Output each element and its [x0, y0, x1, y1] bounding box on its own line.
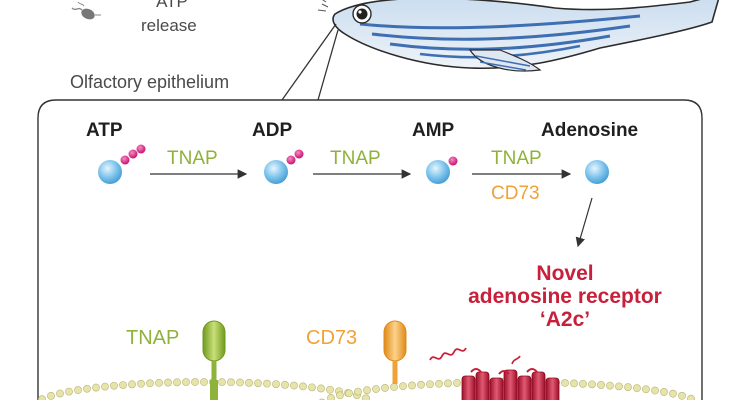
adenosine-molecule [585, 160, 609, 184]
enzyme-tnap-step2: TNAP [330, 148, 381, 169]
lipid-head [263, 379, 271, 388]
lipid-head [579, 379, 587, 388]
lipid-head [345, 389, 353, 398]
lipid-head [119, 381, 127, 389]
lipid-head [453, 379, 461, 387]
lipid-head [570, 379, 578, 388]
lipid-head [164, 378, 172, 387]
lipid-head [56, 389, 64, 398]
lipid-head [336, 391, 344, 400]
lipid-head [390, 383, 398, 391]
lipid-head [137, 379, 145, 388]
enzyme-cd73-step3: CD73 [491, 183, 540, 204]
lipid-head [678, 391, 686, 400]
lipid-head [65, 387, 73, 396]
lipid-head [254, 379, 262, 388]
novel-receptor-line1: Novel [536, 262, 594, 285]
lipid-head [74, 386, 82, 394]
lipid-head [362, 394, 370, 400]
amp-molecule [426, 156, 458, 184]
atp-release-line2: release [141, 16, 197, 35]
lipid-head [561, 379, 569, 387]
lipid-head [399, 382, 407, 391]
atp-release-line1: ATP [156, 0, 188, 11]
lipid-head [372, 385, 380, 393]
lipid-head [38, 395, 46, 400]
lipid-head [588, 380, 596, 389]
lipid-head [182, 378, 190, 387]
zebrafish-icon [317, 0, 720, 72]
lipid-head [227, 378, 235, 387]
lipid-head [83, 384, 91, 393]
membrane-tnap-label: TNAP [126, 327, 180, 349]
lipid-head [624, 383, 632, 392]
lipid-head [317, 384, 325, 393]
olfactory-epithelium-label: Olfactory epithelium [70, 72, 230, 92]
lipid-head [146, 379, 154, 388]
lipid-head [47, 391, 55, 400]
lipid-head [110, 381, 118, 390]
lipid-head [633, 384, 641, 393]
lipid-head [651, 386, 659, 395]
lipid-head [92, 383, 100, 392]
adenosine-label: Adenosine [541, 120, 639, 141]
lipid-head [290, 381, 298, 390]
lipid-head [155, 378, 163, 387]
lipid-head [363, 386, 371, 395]
epithelium-frame [37, 99, 703, 400]
lipid-head [101, 382, 109, 391]
tnap-protein-icon [202, 320, 226, 400]
atp-label: ATP [86, 120, 123, 141]
lipid-head [354, 387, 362, 396]
lipid-head [687, 394, 695, 400]
receptor-arrow [575, 197, 593, 248]
lipid-head [426, 380, 434, 389]
lipid-head [200, 378, 208, 386]
lipid-head [669, 389, 677, 398]
membrane-cd73-label: CD73 [306, 327, 358, 349]
lipid-head [444, 379, 452, 388]
lipid-head [660, 388, 668, 396]
lipid-head [642, 385, 650, 394]
novel-receptor-line3: ‘A2c’ [539, 308, 591, 331]
novel-receptor-line2: adenosine receptor [468, 285, 662, 308]
lipid-head [236, 378, 244, 387]
lipid-head [281, 380, 289, 389]
lipid-head [245, 378, 253, 387]
enzyme-tnap-step1: TNAP [167, 148, 218, 169]
lipid-head [128, 380, 136, 389]
atp-molecule [98, 144, 146, 184]
lipid-head [381, 384, 389, 392]
callout-line-right [317, 29, 339, 101]
adp-molecule [264, 149, 304, 184]
callout-line-left [281, 23, 337, 101]
lipid-head [299, 382, 307, 391]
lipid-head [191, 378, 199, 386]
lipid-head [173, 378, 181, 387]
novel-receptor-title: Novel adenosine receptor ‘A2c’ [410, 262, 720, 331]
lipid-head [408, 381, 416, 390]
cd73-protein-icon [383, 320, 407, 384]
lipid-head [327, 394, 335, 400]
lipid-head [417, 380, 425, 389]
enzyme-tnap-step3: TNAP [491, 148, 542, 169]
lipid-head [308, 383, 316, 392]
a2c-receptor-icon [429, 347, 560, 400]
lipid-head [435, 379, 443, 388]
lipid-head [218, 378, 226, 387]
lipid-head [597, 381, 605, 389]
adp-label: ADP [252, 120, 293, 141]
lipid-head [326, 385, 334, 394]
lipid-head [272, 380, 280, 389]
lipid-head [615, 382, 623, 391]
amp-label: AMP [412, 120, 455, 141]
lipid-head [606, 381, 614, 390]
membrane-left [38, 378, 370, 400]
microbe-icon [71, 1, 101, 20]
